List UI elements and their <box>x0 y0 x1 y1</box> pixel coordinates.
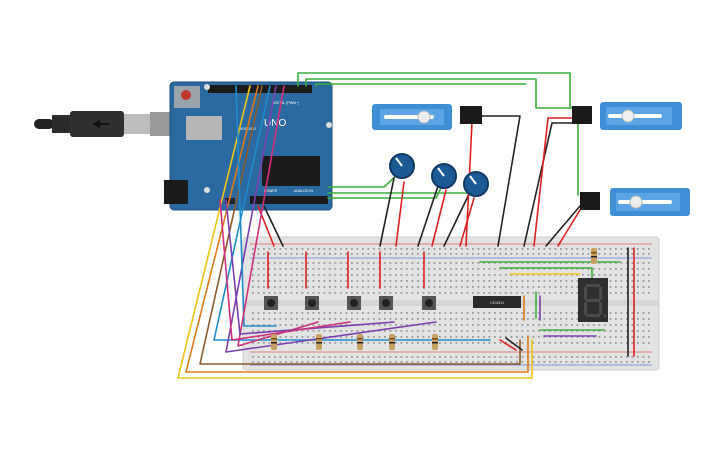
board-brand-label: ARDUINO <box>240 127 256 131</box>
analog-header-label: ANALOG IN <box>294 189 314 193</box>
wire-black <box>479 115 521 247</box>
wire-red <box>257 205 275 247</box>
wire-black <box>263 205 284 247</box>
wire-brown <box>199 85 521 365</box>
wire-green <box>315 83 527 87</box>
wire-black <box>417 185 439 247</box>
cd4511-chip: CD4511 <box>473 296 521 308</box>
wire-purple <box>225 85 437 353</box>
servo-motor <box>580 188 690 216</box>
wire-red <box>557 209 581 247</box>
wire-purple <box>225 199 395 335</box>
servo-motor <box>572 102 682 130</box>
wire-red <box>395 181 405 247</box>
resistor <box>357 334 363 350</box>
wires <box>177 72 635 379</box>
chip-label: CD4511 <box>490 300 505 305</box>
wire-green <box>499 267 593 281</box>
usb-cable <box>34 111 172 137</box>
wire-magenta <box>219 199 351 341</box>
wire-blue <box>235 85 277 327</box>
wire-red <box>431 189 447 247</box>
resistor <box>316 334 322 350</box>
wire-red <box>533 117 573 247</box>
wire-black <box>545 205 581 247</box>
wire-red <box>499 339 517 351</box>
wire-black <box>523 122 573 247</box>
pushbutton <box>347 296 361 310</box>
wire-blue <box>213 85 491 341</box>
resistor <box>591 248 597 264</box>
arduino-uno-board: UNO ARDUINO DIGITAL (PWM~) ANALOG IN POW… <box>164 81 333 211</box>
wire-black <box>379 177 395 247</box>
pushbutton <box>379 296 393 310</box>
resistor <box>389 334 395 350</box>
digital-header-label: DIGITAL (PWM~) <box>272 101 299 105</box>
power-header-label: POWER <box>264 189 278 193</box>
seven-segment-display <box>578 278 608 322</box>
wire-green <box>327 173 399 188</box>
servo-motor <box>372 104 482 130</box>
wire-yellow <box>177 85 533 379</box>
pushbutton <box>422 296 436 310</box>
resistor <box>271 334 277 350</box>
pushbutton <box>305 296 319 310</box>
potentiometer <box>463 171 489 197</box>
board-model-label: UNO <box>264 118 286 129</box>
wire-black <box>505 337 523 351</box>
wire-black <box>443 191 471 247</box>
wire-red <box>459 197 475 247</box>
resistor <box>432 334 438 350</box>
potentiometer <box>431 163 457 189</box>
pushbutton <box>264 296 278 310</box>
potentiometer <box>389 153 415 179</box>
